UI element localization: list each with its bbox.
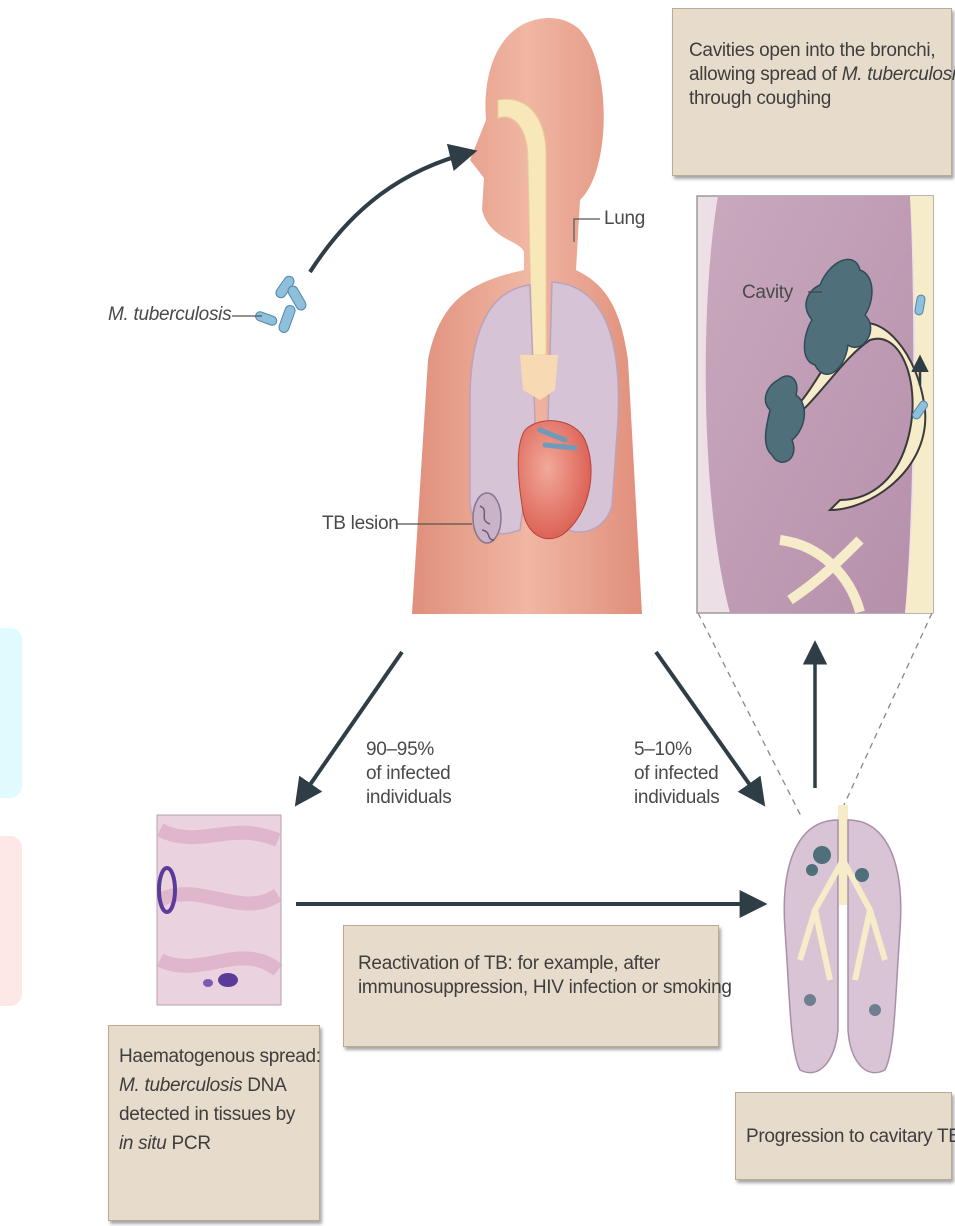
haematogenous-line4: in situ PCR bbox=[119, 1129, 319, 1158]
reactivation-caption-box: Reactivation of TB: for example, after i… bbox=[343, 925, 719, 1047]
histology-panel bbox=[157, 815, 281, 1005]
reactivation-line2: immunosuppression, HIV infection or smok… bbox=[358, 976, 718, 1000]
latent-pct: 90–95% bbox=[366, 738, 451, 762]
inhalation-arrow bbox=[310, 152, 472, 272]
latent-rest-2: individuals bbox=[366, 786, 451, 810]
cavitary-lungs-illustration bbox=[784, 805, 901, 1073]
active-percentage-label: 5–10% of infected individuals bbox=[634, 738, 719, 810]
latent-percentage-label: 90–95% of infected individuals bbox=[366, 738, 451, 810]
bacteria-label: M. tuberculosis bbox=[108, 303, 231, 327]
active-rest-2: individuals bbox=[634, 786, 719, 810]
active-pct: 5–10% bbox=[634, 738, 719, 762]
tb-lesion-spot bbox=[473, 493, 501, 543]
haematogenous-line1: Haematogenous spread: bbox=[119, 1042, 319, 1071]
tb-lesion-label: TB lesion bbox=[322, 512, 399, 536]
progression-caption-box: Progression to cavitary TB bbox=[735, 1092, 952, 1180]
haematogenous-caption-box: Haematogenous spread: M. tuberculosis DN… bbox=[108, 1025, 320, 1221]
cavities-line1: Cavities open into the bronchi, bbox=[689, 39, 951, 63]
cavity-label: Cavity bbox=[742, 281, 793, 305]
active-rest-1: of infected bbox=[634, 762, 719, 786]
haematogenous-line2: M. tuberculosis DNA bbox=[119, 1071, 319, 1100]
cavities-line2: allowing spread of M. tuberculosis bbox=[689, 63, 951, 87]
haematogenous-line3: detected in tissues by bbox=[119, 1100, 319, 1129]
progression-text: Progression to cavitary TB bbox=[746, 1125, 951, 1149]
lung-label: Lung bbox=[604, 207, 645, 231]
bacteria-cluster bbox=[254, 274, 308, 334]
reactivation-line1: Reactivation of TB: for example, after bbox=[358, 952, 718, 976]
zoomed-lung-cavity-panel bbox=[697, 196, 933, 613]
zoom-dash-right bbox=[838, 613, 932, 818]
cavities-caption-box: Cavities open into the bronchi, allowing… bbox=[672, 8, 952, 176]
cavities-line3: through coughing bbox=[689, 87, 951, 111]
latent-rest-1: of infected bbox=[366, 762, 451, 786]
